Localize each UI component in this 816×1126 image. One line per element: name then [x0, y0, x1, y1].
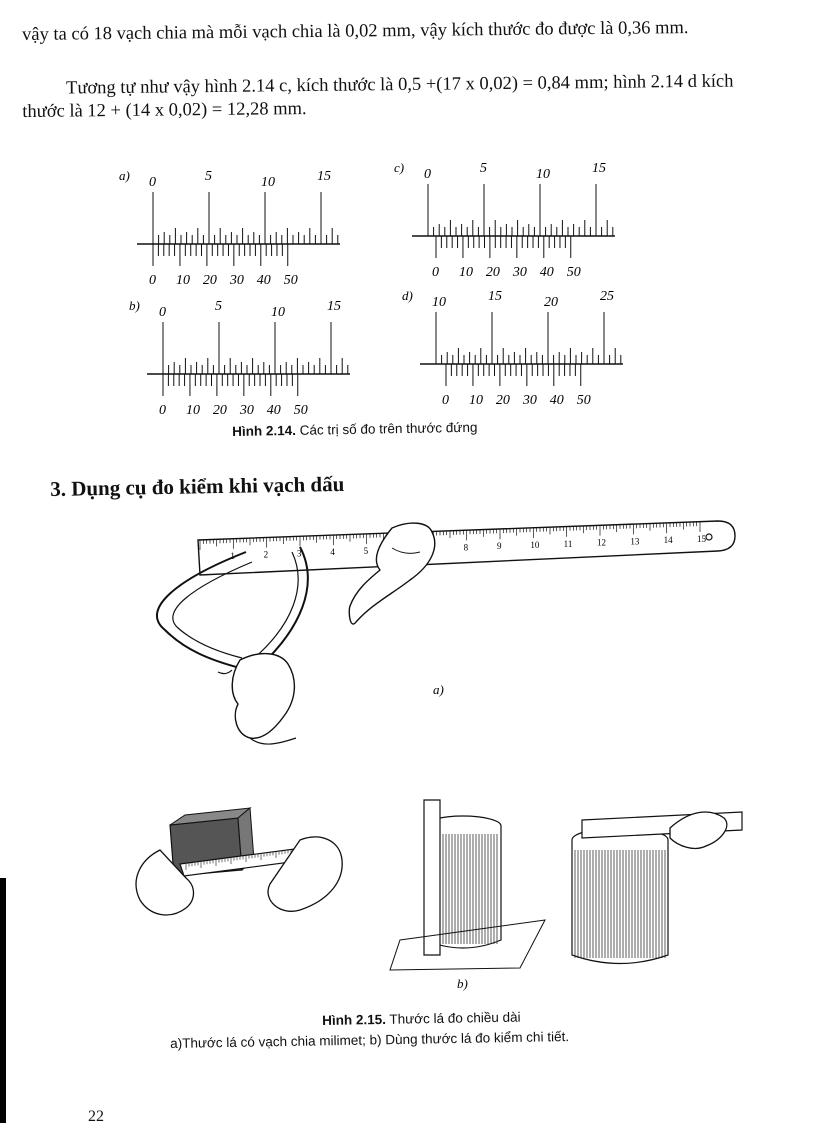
vernier-panel-b: b) 0 5 10 15 0 10 20 30 40 50 [129, 298, 350, 418]
steel-ruler [197, 520, 736, 576]
vernier-scale-label: 30 [522, 393, 537, 408]
vernier-scale-label: 20 [213, 403, 227, 418]
vernier-scale-label: 50 [284, 273, 298, 288]
vernier-scale-label: 0 [442, 393, 449, 408]
vernier-scale-label: 50 [567, 265, 581, 280]
figure-2-15-caption: Hình 2.15. Thước lá đo chiều dài [322, 1009, 521, 1028]
main-scale-label: 5 [205, 169, 212, 184]
ruler-number: 11 [564, 539, 573, 549]
vernier-scale-label: 20 [496, 393, 510, 408]
vernier-panel-d: d) 10 15 20 25 0 10 20 30 40 50 [402, 288, 623, 408]
hand-right [348, 522, 436, 625]
vernier-scale-label: 40 [550, 393, 564, 408]
ruler-number: 1 [230, 551, 235, 561]
vernier-scale-label: 50 [577, 393, 591, 408]
ruler-number: 14 [664, 535, 674, 545]
vernier-scale-label: 20 [203, 273, 217, 288]
main-scale-label: 15 [592, 161, 606, 176]
ruler-number: 12 [597, 538, 606, 548]
ruler-number: 2 [264, 550, 269, 560]
vernier-scale-label: 10 [176, 273, 190, 288]
vernier-panel-a: a) 0 5 10 15 0 10 20 30 40 50 [119, 168, 340, 288]
main-scale-label: 0 [149, 175, 156, 190]
vernier-scale-label: 50 [294, 403, 308, 418]
vernier-scale-label: 10 [459, 265, 473, 280]
cylinder-diameter-measurement [571, 811, 743, 965]
vernier-scale-label: 20 [486, 265, 500, 280]
vernier-scale-label: 40 [267, 403, 281, 418]
vernier-scale-label: 0 [432, 265, 439, 280]
figure-2-15-sub-a: a) [433, 682, 444, 697]
main-scale-label: 5 [215, 299, 222, 314]
ruler-number: 10 [530, 540, 540, 550]
cylinder-height-measurement [389, 799, 546, 971]
figure-2-15a-illustration: 123456789101112131415 a) [155, 520, 736, 745]
main-scale-label: 10 [432, 295, 446, 310]
vernier-scale-label: 30 [512, 265, 527, 280]
main-scale-label: 10 [271, 305, 285, 320]
main-scale-label: 25 [600, 289, 614, 304]
panel-label: b) [129, 298, 140, 313]
vernier-scale-label: 40 [257, 273, 271, 288]
vernier-scale-label: 30 [229, 273, 244, 288]
ruler-number: 15 [697, 534, 707, 544]
main-scale-label: 15 [488, 289, 502, 304]
main-scale-label: 20 [544, 295, 558, 310]
main-scale-label: 15 [317, 169, 331, 184]
caliper-left-leg [155, 551, 247, 669]
panel-label: a) [119, 168, 130, 183]
ruler-number: 13 [630, 536, 640, 546]
main-scale-label: 10 [536, 167, 550, 182]
ruler-hole [705, 533, 713, 541]
main-scale-label: 0 [159, 305, 166, 320]
figure-2-15-sub-b: b) [457, 976, 468, 991]
ruler-number: 9 [497, 541, 502, 551]
hand-left [231, 653, 295, 739]
main-scale-label: 10 [261, 175, 275, 190]
vernier-scale-label: 0 [159, 403, 166, 418]
vernier-scale-label: 40 [540, 265, 554, 280]
scan-edge-shadow [0, 878, 6, 1123]
panel-label: d) [402, 288, 413, 303]
vernier-scale-label: 30 [239, 403, 254, 418]
main-scale-label: 0 [424, 167, 431, 182]
ruler-number: 3 [297, 548, 302, 558]
block-measurement [135, 806, 343, 916]
vernier-scale-label: 10 [469, 393, 483, 408]
vernier-scale-label: 0 [149, 273, 156, 288]
ruler-number: 8 [464, 542, 469, 552]
vernier-scale-label: 10 [186, 403, 200, 418]
figure-2-15-caption-detail: a)Thước lá có vạch chia milimet; b) Dùng… [170, 1029, 570, 1051]
main-scale-label: 15 [327, 299, 341, 314]
main-scale-label: 5 [480, 161, 487, 176]
ruler-number: 4 [330, 547, 335, 557]
vernier-panel-c: c) 0 5 10 15 0 10 20 30 40 50 [394, 160, 615, 280]
ruler-number: 5 [364, 546, 369, 556]
figure-2-15b-illustration: b) [135, 799, 743, 991]
page-number: 22 [88, 1108, 104, 1125]
panel-label: c) [394, 160, 404, 175]
